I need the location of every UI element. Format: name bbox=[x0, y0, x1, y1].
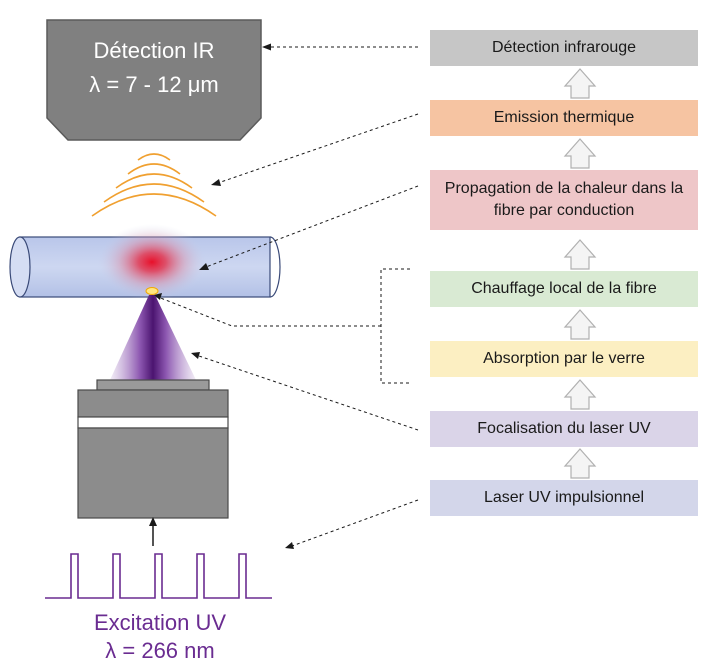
flow-arrow-icon bbox=[563, 138, 597, 169]
stage-box-propagation-bg bbox=[430, 170, 698, 230]
flow-arrow-icon bbox=[563, 68, 597, 99]
stage-heating: Chauffage local de la fibre bbox=[430, 271, 698, 307]
ir-emission-waves bbox=[91, 153, 217, 217]
flow-arrow-icon bbox=[563, 379, 597, 410]
stage-label: Emission thermique bbox=[493, 108, 635, 126]
pulse-train bbox=[45, 553, 272, 599]
stage-box-heating-bg bbox=[430, 271, 698, 307]
flow-arrow-icon bbox=[563, 309, 597, 340]
stage-label: Focalisation du laser UV bbox=[477, 419, 651, 437]
stage-propagation: Propagation de la chaleur dans la fibre … bbox=[430, 170, 698, 230]
ir-detector-body bbox=[46, 19, 262, 141]
input-arrow-icon bbox=[149, 517, 157, 546]
uv-laser-head bbox=[77, 379, 229, 519]
flow-arrows bbox=[563, 68, 597, 479]
stage-focusing: Focalisation du laser UV bbox=[430, 411, 698, 447]
stage-label: Absorption par le verre bbox=[483, 349, 645, 367]
connector-lines bbox=[198, 46, 419, 547]
stage-label: Propagation de la chaleur dans la fibre … bbox=[444, 179, 684, 219]
excitation-title: Excitation UV bbox=[93, 610, 227, 635]
stage-box-laser-bg bbox=[430, 480, 698, 516]
flow-arrow-icon bbox=[563, 448, 597, 479]
uv-beam bbox=[110, 295, 196, 380]
stage-label: Chauffage local de la fibre bbox=[471, 279, 657, 297]
optical-fiber bbox=[9, 224, 281, 300]
detector-range: λ = 7 - 12 μm bbox=[89, 72, 219, 97]
excitation-wavelength: λ = 266 nm bbox=[105, 638, 215, 663]
heat-spot bbox=[97, 224, 207, 300]
group-bracket bbox=[157, 268, 410, 384]
stage-label: Laser UV impulsionnel bbox=[483, 488, 645, 506]
stage-box-detection-bg bbox=[430, 30, 698, 66]
flow-arrow-icon bbox=[563, 239, 597, 270]
stage-label: Détection infrarouge bbox=[491, 38, 637, 56]
stage-box-focusing-bg bbox=[430, 411, 698, 447]
stage-box-emission-bg bbox=[430, 100, 698, 136]
connector-arrowheads bbox=[154, 43, 294, 549]
stage-laser: Laser UV impulsionnel bbox=[430, 480, 698, 516]
stage-absorption: Absorption par le verre bbox=[430, 341, 698, 377]
stage-box-absorption-bg bbox=[430, 341, 698, 377]
stage-boxes bbox=[430, 30, 698, 516]
focal-point bbox=[145, 287, 159, 295]
stage-emission: Emission thermique bbox=[430, 100, 698, 136]
detector-title: Détection IR bbox=[93, 38, 215, 63]
stage-detection: Détection infrarouge bbox=[430, 30, 698, 66]
